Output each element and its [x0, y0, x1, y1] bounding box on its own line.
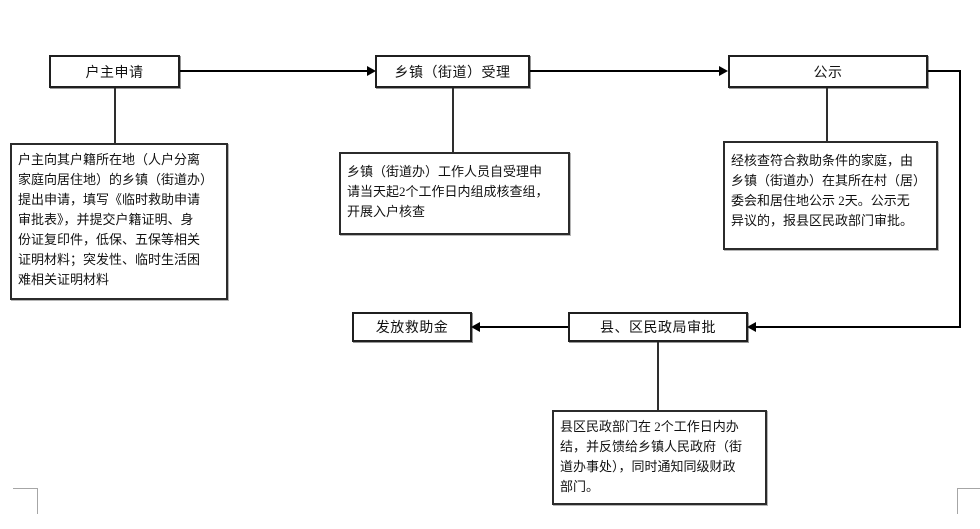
arrow-apply-to-accept-head-icon — [367, 66, 376, 76]
node-county-approve: 县、区民政局审批 — [568, 312, 748, 342]
note-accept-details: 乡镇（街道办）工作人员自受理申 请当天起2个工作日内组成核查组， 开展入户核查 — [339, 152, 570, 235]
stub-publicity-to-note — [826, 88, 828, 141]
note-apply-details: 户主向其户籍所在地（人户分离 家庭向居住地）的乡镇（街道办） 提出申请，填写《临… — [10, 143, 228, 300]
page-margin-corner-bottom-right — [957, 488, 980, 514]
node-grant-funds-label: 发放救助金 — [375, 321, 449, 336]
arrow-approve-to-grant-line — [480, 326, 568, 328]
node-county-approve-label: 县、区民政局审批 — [600, 321, 716, 336]
node-grant-funds: 发放救助金 — [352, 312, 472, 342]
note-approve-details: 县区民政部门在 2个工作日内办 结，并反馈给乡镇人民政府（街 道办事处），同时通… — [552, 410, 767, 505]
arrow-to-approve-line — [756, 326, 961, 328]
node-township-accept: 乡镇（街道）受理 — [375, 55, 530, 88]
arrow-to-approve-head-icon — [747, 322, 756, 332]
node-household-apply-label: 户主申请 — [85, 65, 144, 81]
note-publicity-details: 经核查符合救助条件的家庭，由 乡镇（街道办）在其所在村（居） 委会和居住地公示 … — [723, 141, 938, 250]
arrow-apply-to-accept-line — [180, 70, 368, 72]
arrow-publicity-out-line — [928, 70, 961, 72]
node-household-apply: 户主申请 — [49, 55, 180, 88]
node-publicity: 公示 — [728, 55, 928, 88]
node-publicity-label: 公示 — [813, 65, 843, 81]
arrow-accept-to-publicity-line — [530, 70, 720, 72]
arrow-approve-to-grant-head-icon — [471, 322, 480, 332]
stub-apply-to-note — [114, 88, 116, 143]
node-township-accept-label: 乡镇（街道）受理 — [394, 65, 511, 81]
arrow-publicity-down-line — [959, 70, 961, 327]
arrow-accept-to-publicity-head-icon — [719, 66, 728, 76]
stub-accept-to-note — [452, 88, 454, 152]
page-margin-corner-bottom-left — [13, 488, 38, 514]
stub-approve-to-note — [657, 342, 659, 410]
